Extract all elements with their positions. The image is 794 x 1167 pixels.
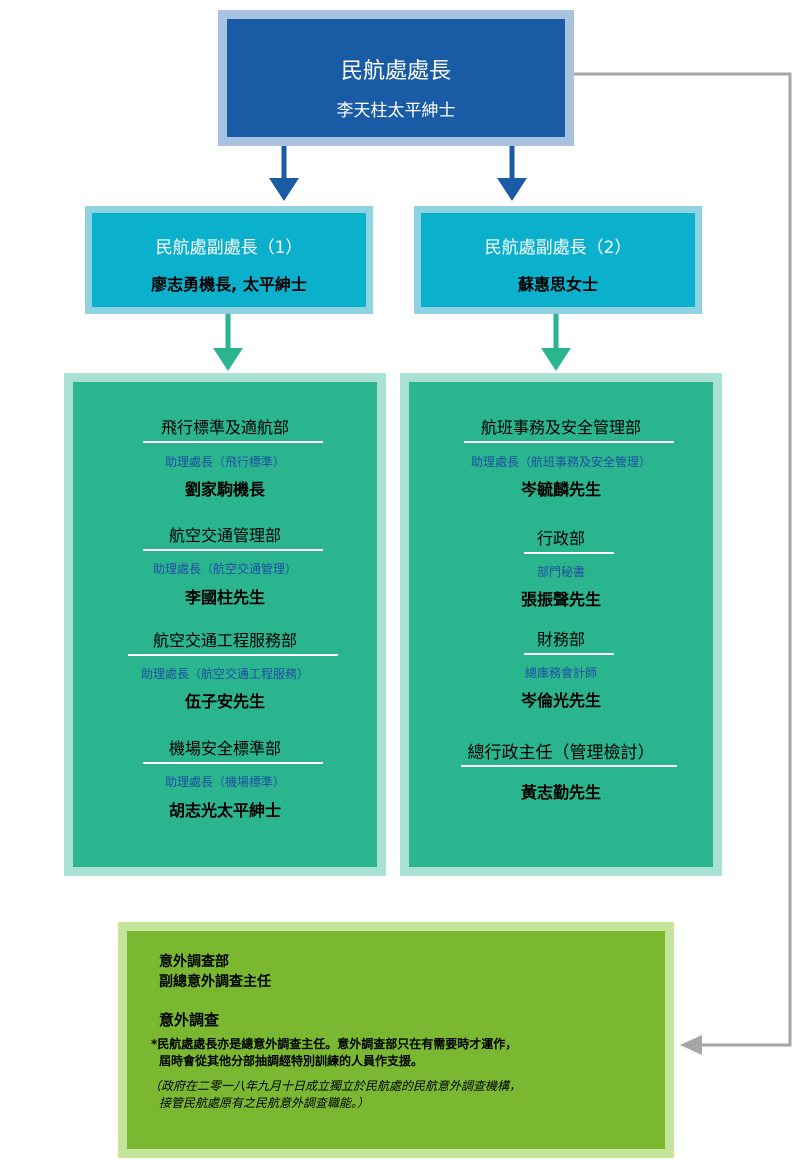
director-title: 民航處處長 <box>340 59 451 84</box>
deputy-1-name: 廖志勇機長, 太平紳士 <box>151 275 307 294</box>
investigation-box: 意外調查部 副總意外調查主任 意外調查 *民航處處長亦是總意外調查主任。意外調查… <box>118 922 674 1158</box>
director-name: 李天柱太平紳士 <box>336 101 456 121</box>
division-officer: 黃志勤先生 <box>520 783 601 802</box>
division-head: 飛行標準及適航部 <box>160 418 289 437</box>
arrow-head-dep2 <box>497 178 527 201</box>
arrow-head-dep1 <box>269 178 299 201</box>
deputy-1-box: 民航處副處長（1） 廖志勇機長, 太平紳士 <box>85 206 373 314</box>
division-officer: 岑倫光先生 <box>520 691 601 710</box>
division-role: 助理處長（飛行標準） <box>164 455 285 469</box>
division-role: 助理處長（航空交通管理） <box>152 562 297 576</box>
divider <box>143 549 323 551</box>
deputy-2-box: 民航處副處長（2） 蘇惠思女士 <box>414 206 702 314</box>
deputy-1-title: 民航處副處長（1） <box>155 238 303 258</box>
arrow-head-investigation <box>680 1035 702 1055</box>
division-role: 助理處長（機場標準） <box>164 775 285 789</box>
deputy-2-title: 民航處副處長（2） <box>484 238 632 258</box>
division-officer: 胡志光太平紳士 <box>168 801 281 820</box>
investigation-note-line2: 屆時會從其他分部抽調經特別訓練的人員作支援。 <box>159 1054 424 1068</box>
division-officer: 劉家駒機長 <box>184 480 265 499</box>
division-officer: 伍子安先生 <box>184 692 265 711</box>
divider <box>143 441 323 443</box>
arrow-head-div1 <box>213 348 243 371</box>
division-head: 機場安全標準部 <box>168 739 281 758</box>
division-officer: 張振聲先生 <box>520 590 601 609</box>
divider <box>524 653 614 655</box>
arrow-head-div2 <box>541 348 571 371</box>
division-role: 助理處長（航班事務及安全管理） <box>470 455 651 469</box>
connector-director-investigation <box>574 72 792 1047</box>
division-head: 航空交通工程服務部 <box>152 631 297 650</box>
division-head: 航空交通管理部 <box>168 526 281 545</box>
division-officer: 李國柱先生 <box>184 588 265 607</box>
divisions-left-box: 飛行標準及適航部 助理處長（飛行標準） 劉家駒機長 航空交通管理部 助理處長（航… <box>64 373 386 876</box>
division-head: 航班事務及安全管理部 <box>480 418 641 437</box>
investigation-italic-line1: （政府在二零一八年九月十日成立獨立於民航處的民航意外調查機構， <box>149 1079 522 1093</box>
division-role: 部門秘書 <box>536 565 585 579</box>
divider <box>461 765 677 767</box>
investigation-officer-label: 副總意外調查主任 <box>159 974 271 990</box>
divider <box>524 552 614 554</box>
divider <box>464 441 674 443</box>
division-role: 總庫務會計師 <box>524 666 597 680</box>
divider <box>143 762 323 764</box>
division-officer: 岑毓麟先生 <box>520 480 601 499</box>
division-role: 助理處長（航空交通工程服務） <box>140 667 309 681</box>
division-head: 總行政主任（管理檢討） <box>467 743 655 763</box>
deputy-2-name: 蘇惠思女士 <box>517 275 598 294</box>
investigation-division-label: 意外調查部 <box>159 954 229 970</box>
investigation-note-line1: *民航處處長亦是總意外調查主任。意外調查部只在有需要時才運作， <box>151 1037 518 1051</box>
division-head: 財務部 <box>536 630 585 649</box>
division-head: 行政部 <box>536 529 585 548</box>
divisions-right-box: 航班事務及安全管理部 助理處長（航班事務及安全管理） 岑毓麟先生 行政部 部門秘… <box>400 373 722 876</box>
director-box: 民航處處長 李天柱太平紳士 <box>218 10 574 146</box>
investigation-heading: 意外調查 <box>159 1011 220 1029</box>
investigation-italic-line2: 接管民航處原有之民航意外調查職能。） <box>159 1096 370 1110</box>
divider <box>128 654 338 656</box>
